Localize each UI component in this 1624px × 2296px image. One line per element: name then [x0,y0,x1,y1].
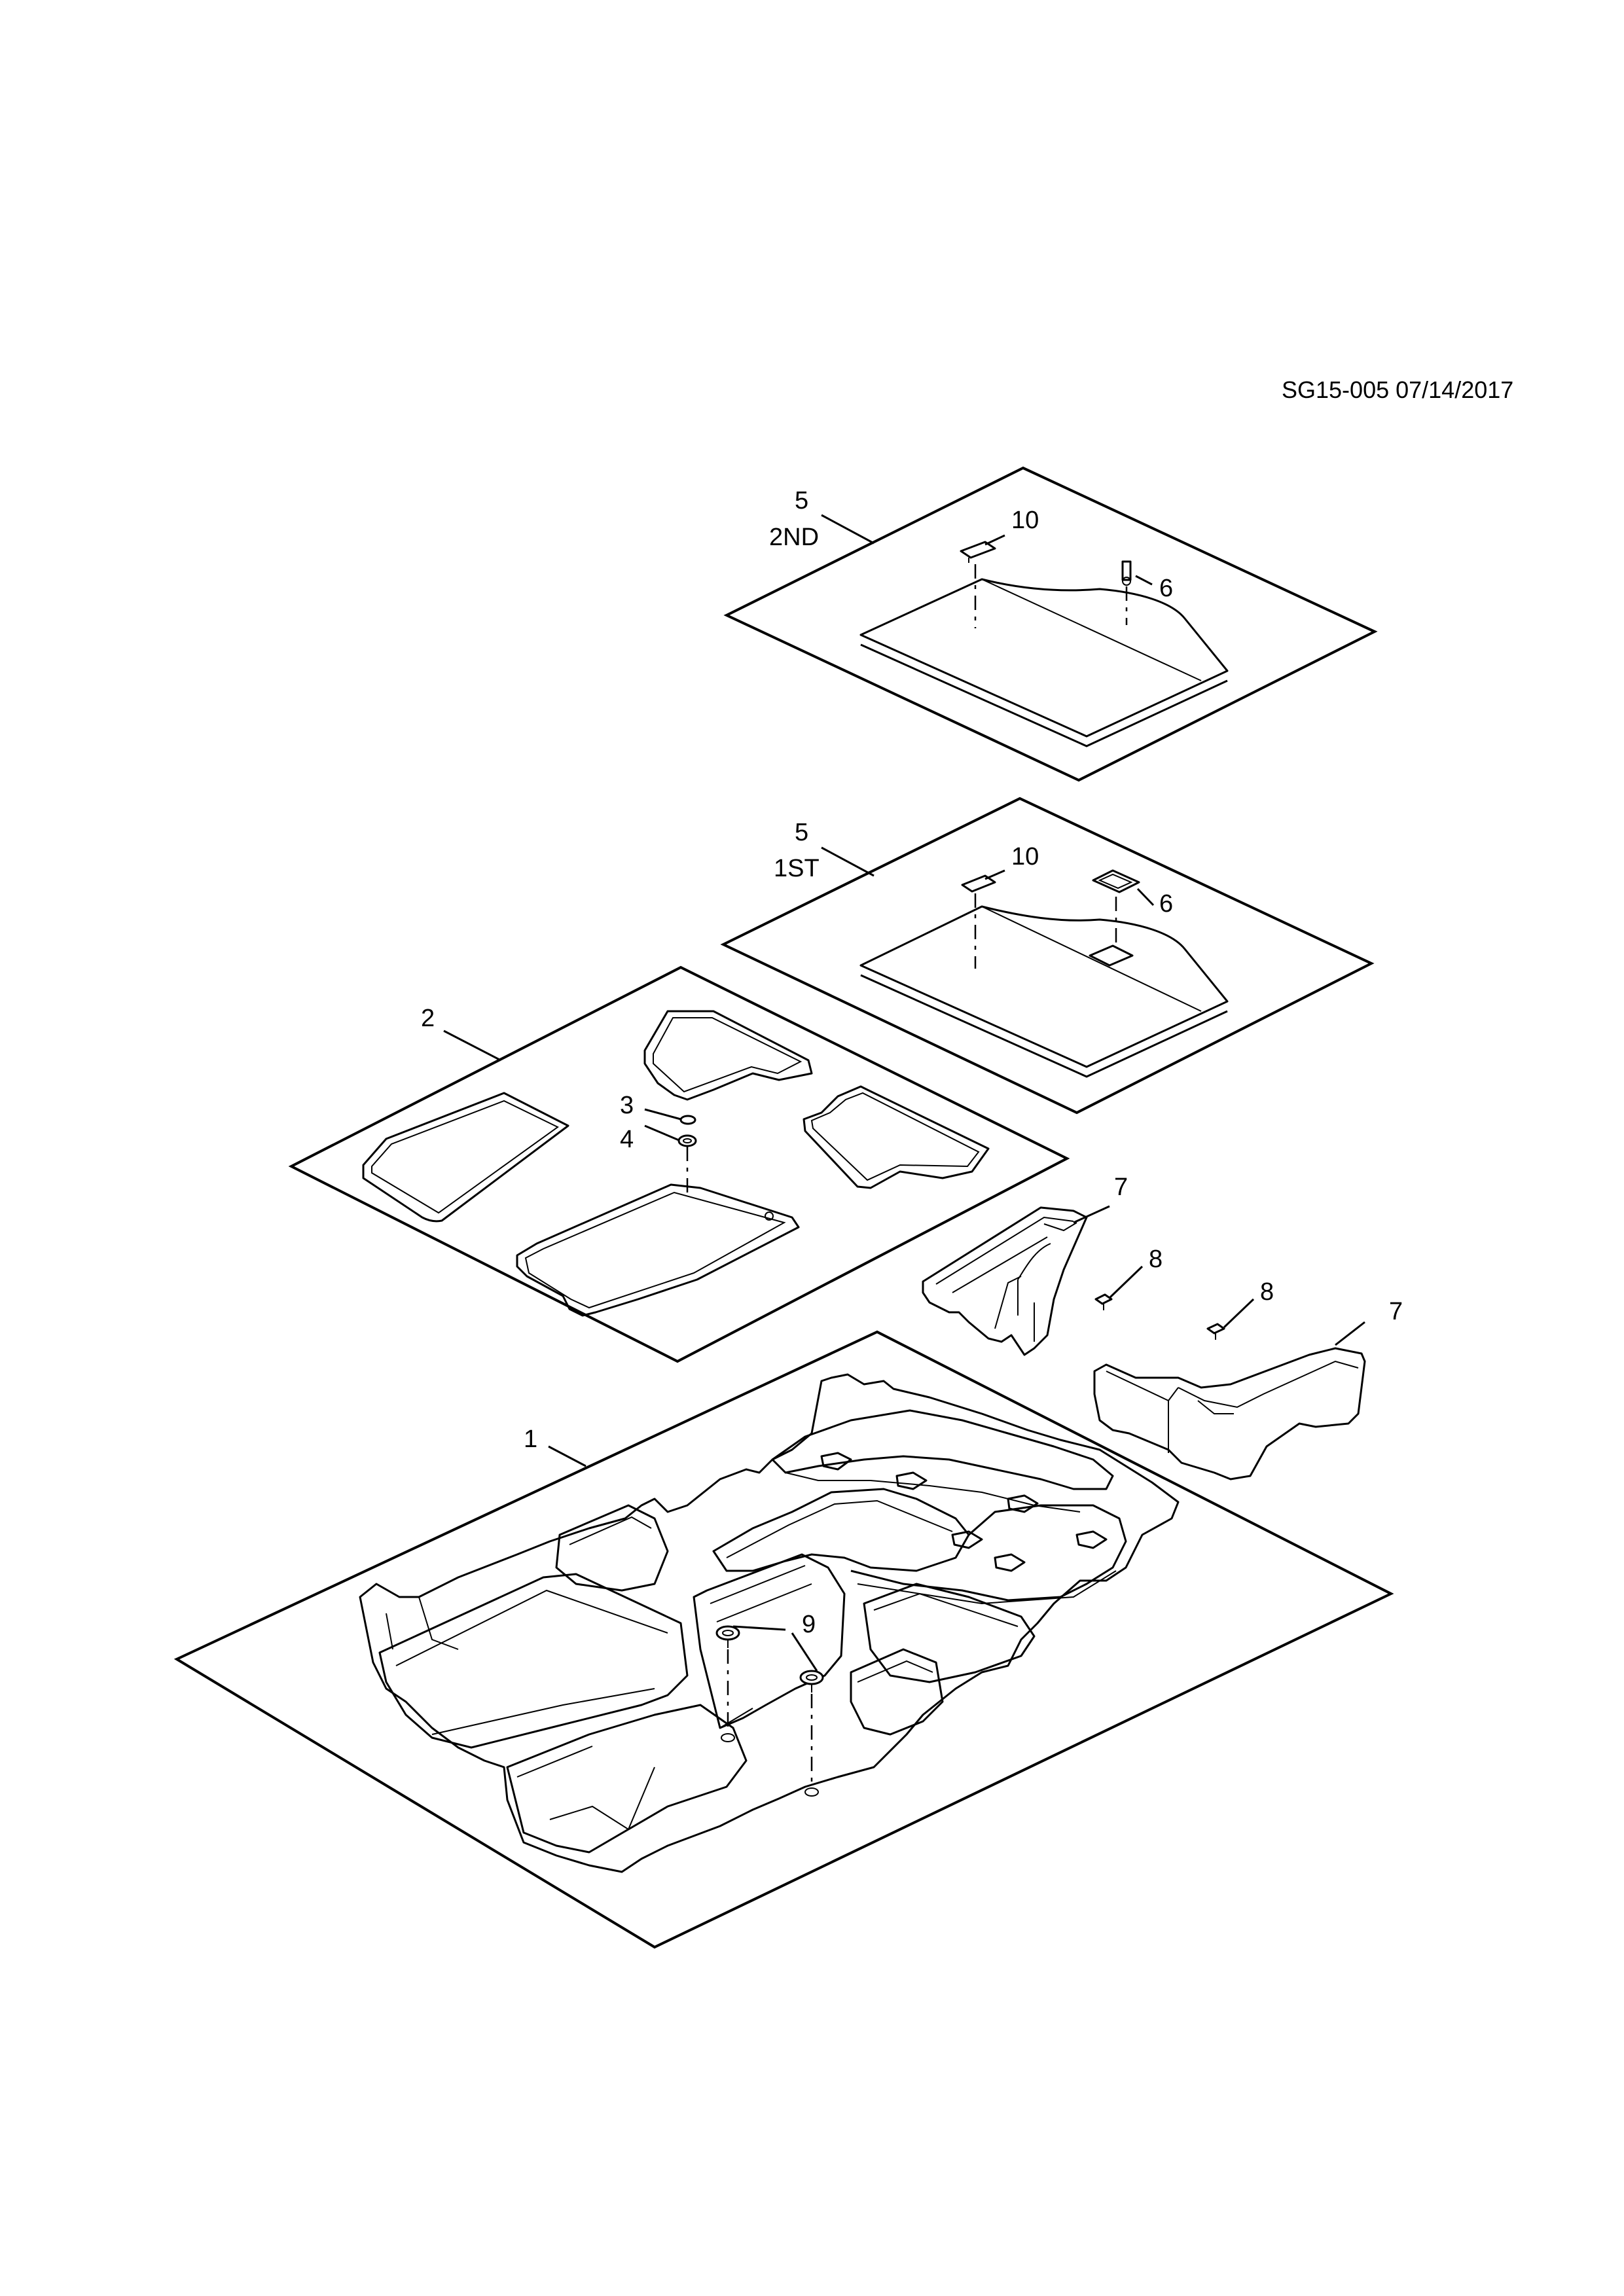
fastener-10-mid[interactable] [961,874,996,969]
callout-10-top: 10 [1011,507,1039,534]
mat-front-left [362,1092,569,1223]
mat-rear-left-top [643,1010,813,1101]
bolt-8-left[interactable] [1094,1293,1113,1310]
callout-7-left: 7 [1114,1174,1128,1201]
pushpin-9-right[interactable] [799,1670,824,1797]
callout-8-right: 8 [1260,1278,1274,1306]
callout-10-mid: 10 [1011,843,1039,870]
fastener-10-top[interactable] [960,541,996,628]
callout-2: 2 [421,1005,435,1032]
trim-insulator-7-left[interactable] [922,1206,1088,1356]
fastener-6-top[interactable] [1121,560,1132,625]
bolt-8-right[interactable] [1206,1323,1225,1340]
callout-5-mid: 5 [795,819,809,846]
panel-item-2-floor-mats [288,965,1070,1363]
callout-5-mid-sub: 1ST [774,855,820,882]
callout-6-mid: 6 [1159,890,1174,918]
callout-1: 1 [524,1426,538,1453]
retainer-4[interactable] [677,1134,697,1194]
mat-rear-right [803,1085,990,1189]
mat-front-right [516,1183,800,1317]
callout-4: 4 [620,1126,634,1153]
pushpin-9-left[interactable] [715,1625,740,1742]
callout-3: 3 [620,1092,634,1119]
floor-carpet-assembly [359,1373,1180,1873]
callout-9: 9 [802,1611,816,1638]
callout-7-right: 7 [1389,1298,1403,1325]
callout-6-top: 6 [1159,575,1174,602]
trim-insulator-7-right[interactable] [1093,1347,1366,1480]
callout-5-top: 5 [795,487,809,514]
retainer-3[interactable] [679,1115,696,1125]
callout-8-left: 8 [1149,1246,1163,1273]
panel-item-5-1st [720,797,1375,1115]
fastener-6-mid[interactable] [1092,869,1140,949]
drawing-id-label: SG15-005 07/14/2017 [1282,376,1514,403]
panel-item-1-floor-carpet [173,1330,1394,1949]
callout-5-top-sub: 2ND [769,524,820,551]
load-floor-panel-1st [859,905,1229,1078]
load-floor-panel-2nd [859,578,1229,747]
panel-item-5-2nd [723,466,1378,782]
